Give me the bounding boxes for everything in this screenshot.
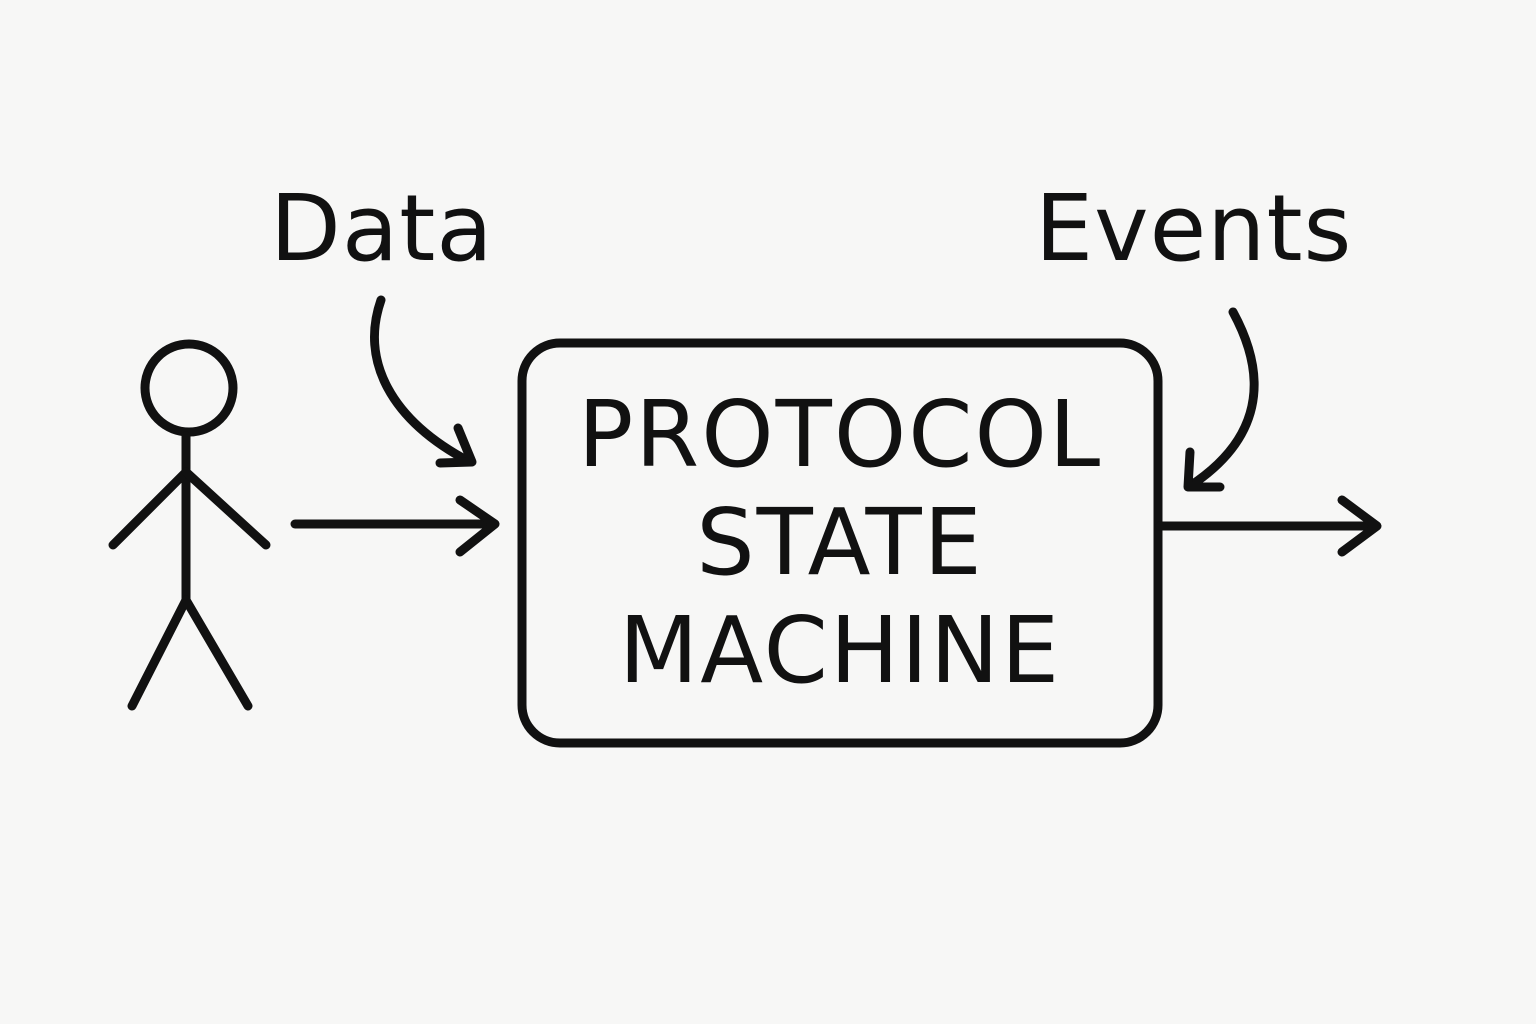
figure-head — [140, 339, 238, 437]
figure-right-leg — [181, 595, 253, 711]
events-curved-arrow — [1183, 307, 1259, 492]
output-arrow — [1155, 495, 1382, 557]
central-node-line-2: STATE — [696, 488, 984, 596]
central-node-line-1: PROTOCOL — [577, 380, 1103, 488]
data-curved-arrow — [370, 295, 477, 468]
data-label: Data — [270, 175, 494, 282]
figure-right-arm — [181, 467, 271, 550]
user-to-box-arrow — [290, 495, 500, 557]
stick-figure-icon — [108, 339, 271, 711]
events-label: Events — [1035, 175, 1353, 282]
protocol-state-machine-box — [517, 338, 1163, 748]
central-node-line-3: MACHINE — [618, 596, 1062, 704]
figure-left-leg — [127, 595, 191, 711]
figure-left-arm — [108, 467, 191, 550]
central-node-text: PROTOCOL STATE MACHINE — [522, 345, 1158, 740]
